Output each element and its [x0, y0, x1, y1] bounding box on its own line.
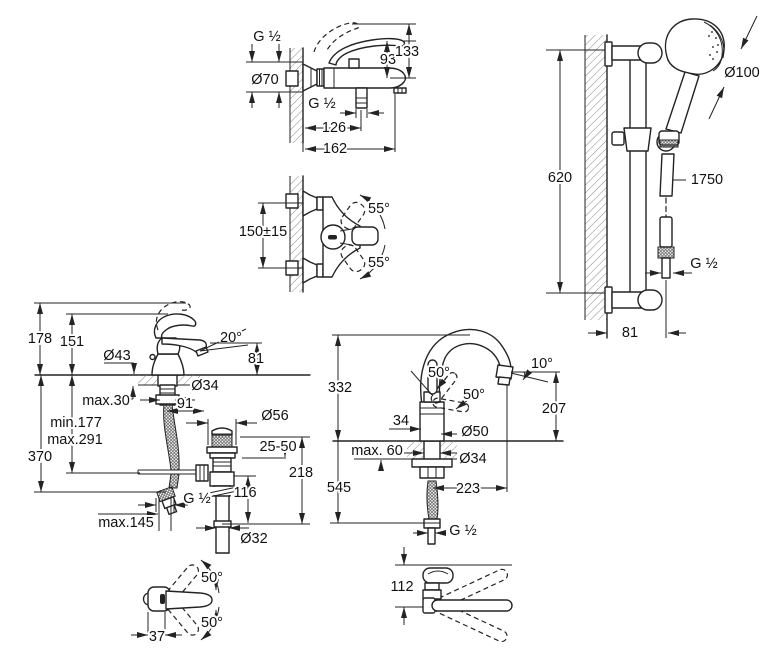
dim-bath-escutcheon: Ø70	[251, 72, 278, 88]
kitchen-mixer-view: 332 545 50° 50° 10° 207 34 Ø50 max. 60 Ø…	[325, 328, 568, 545]
dim-rail-height: 620	[548, 170, 572, 186]
basin-dimensions: 178 151 Ø43 20° 81 Ø34 max.30 91 min.177…	[26, 302, 315, 549]
dim-kitchen-max60: max. 60	[351, 443, 403, 459]
bath-mixer-dimensions: G ½ Ø70 93 133 G ½ 126 162	[246, 23, 421, 159]
dim-kitchen-d50: Ø50	[461, 424, 488, 440]
shower-rail-view: Ø100 620 1750 G ½ 81	[546, 15, 762, 343]
bath-shower-mixer-view: G ½ Ø70 93 133 G ½ 126 162	[246, 22, 421, 159]
dim-basin-d34: Ø34	[191, 378, 218, 394]
dim-bath-133: 133	[395, 44, 419, 60]
dim-basin-d43: Ø43	[103, 348, 130, 364]
dim-shower-thread: G ½	[690, 256, 717, 272]
wall-section	[584, 34, 608, 339]
dim-basin-max30: max.30	[82, 393, 130, 409]
dim-kitchen-10deg: 10°	[531, 356, 553, 372]
dim-kitchen-d34: Ø34	[459, 451, 486, 467]
basin-lever	[142, 586, 213, 612]
dim-basin-116: 116	[233, 485, 256, 501]
dim-basin-max145: max.145	[98, 515, 154, 531]
dim-kitchen-545: 545	[327, 480, 351, 496]
dim-basin-218: 218	[289, 465, 313, 481]
dim-kitchen-207: 207	[542, 401, 566, 417]
basin-mixer-view: 178 151 Ø43 20° 81 Ø34 max.30 91 min.177…	[26, 300, 315, 554]
basin-under-deck	[137, 384, 209, 516]
wall-section	[285, 47, 304, 144]
dim-bath-93: 93	[380, 52, 396, 68]
dim-basin-thread: G ½	[183, 491, 210, 507]
hose-connector	[156, 486, 178, 516]
shower-hose	[657, 153, 675, 279]
kitchen-dimensions: 332 545 50° 50° 10° 207 34 Ø50 max. 60 Ø…	[325, 334, 568, 541]
hand-shower	[658, 18, 725, 148]
wall-mixer-dimensions: 150±15 55° 55°	[237, 199, 392, 273]
lever-dashed-up	[340, 201, 366, 230]
dim-kitchen-50a: 50°	[428, 365, 450, 381]
dim-basin-178: 178	[28, 331, 52, 347]
kitchen-under-deck	[411, 458, 453, 545]
dim-kitchen-thread: G ½	[449, 523, 476, 539]
basin-lever-dimensions: 50° 50° 37	[131, 559, 225, 647]
dim-shower-head-diameter: Ø100	[724, 65, 759, 81]
dim-basintop-37: 37	[149, 629, 165, 645]
dim-basintop-50up: 50°	[201, 570, 223, 586]
kitchen-faucet	[332, 328, 564, 461]
dim-rail-wall-distance: 81	[622, 325, 638, 341]
wall-mixer-top-view: 150±15 55° 55°	[237, 175, 392, 293]
dim-bath-126: 126	[322, 120, 346, 136]
dim-bath-thread-bottom: G ½	[308, 96, 335, 112]
shower-rail-dimensions: Ø100 620 1750 G ½ 81	[546, 15, 762, 343]
dim-basin-min177: min.177	[50, 415, 102, 431]
dim-kitchen-223: 223	[456, 481, 480, 497]
dim-kitchen-50b: 50°	[463, 387, 485, 403]
dim-basin-d56: Ø56	[261, 408, 288, 424]
dim-hose-length: 1750	[691, 172, 723, 188]
dim-basintop-50down: 50°	[201, 615, 223, 631]
dim-kitchen-34: 34	[393, 413, 409, 429]
dim-basin-max291: max.291	[47, 432, 103, 448]
lever-dashed-down	[340, 244, 366, 273]
spray-nozzles	[708, 31, 719, 60]
dim-basin-91: 91	[177, 396, 193, 412]
dim-bath-thread-top: G ½	[253, 29, 280, 45]
wall-section	[285, 175, 304, 293]
dim-basin-151: 151	[60, 334, 84, 350]
dim-basin-81: 81	[248, 351, 264, 367]
dim-wallmixer-angle-up: 55°	[368, 201, 390, 217]
wall-mixer-body	[302, 190, 386, 284]
dim-kitchentop-112: 112	[390, 579, 413, 595]
dim-basin-2550: 25-50	[259, 439, 296, 455]
basin-lever-top-view: 50° 50° 37	[131, 559, 225, 647]
dim-basin-20deg: 20°	[220, 330, 242, 346]
dim-basin-d32: Ø32	[240, 531, 267, 547]
dim-basin-370: 370	[28, 449, 52, 465]
dim-wallmixer-spacing: 150±15	[239, 224, 287, 240]
kitchen-mixer-top-view: 112	[388, 547, 513, 643]
dim-kitchen-332: 332	[328, 380, 352, 396]
dim-wallmixer-angle-down: 55°	[368, 255, 390, 271]
kitchen-faucet-top	[422, 567, 513, 614]
dim-bath-162: 162	[323, 141, 347, 157]
